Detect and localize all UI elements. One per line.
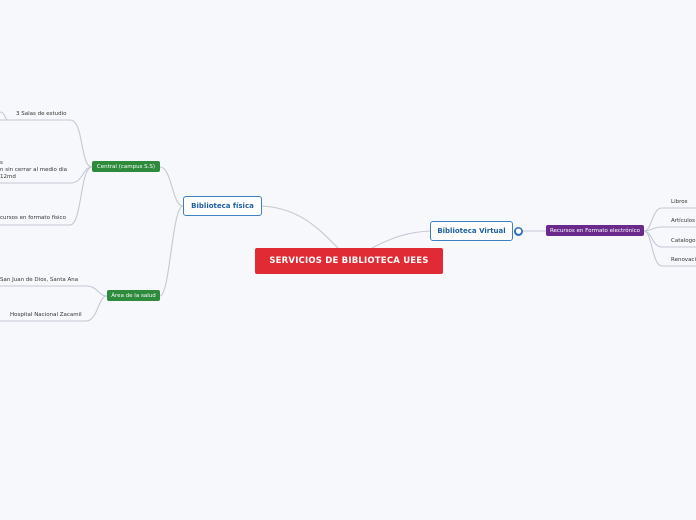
- leaf-catalogo[interactable]: Catalogo: [671, 238, 696, 244]
- leaf-libros[interactable]: Libros: [671, 199, 688, 205]
- leaf-hospital-zacamil[interactable]: Hospital Nacional Zacamil: [10, 312, 82, 318]
- leaf-san-juan-de-dios[interactable]: San Juan de Dios, Santa Ana: [0, 277, 79, 283]
- node-central-campus[interactable]: Central (campus S.S): [92, 161, 160, 172]
- leaf-renovacion[interactable]: Renovaci: [671, 257, 696, 263]
- leaf-salas-estudio[interactable]: 3 Salas de estudio: [16, 111, 67, 117]
- root-node[interactable]: SERVICIOS DE BIBLIOTECA UEES: [255, 248, 443, 274]
- node-area-salud[interactable]: Área de la salud: [107, 290, 160, 301]
- leaf-horario-line2[interactable]: n sin cerrar al medio dia: [0, 167, 67, 173]
- node-biblioteca-virtual[interactable]: Biblioteca Virtual: [430, 221, 513, 241]
- node-biblioteca-fisica[interactable]: Biblioteca física: [183, 196, 262, 216]
- leaf-horario-line1[interactable]: s: [0, 160, 3, 166]
- leaf-articulos[interactable]: Artículos: [671, 218, 695, 224]
- leaf-horario-line3[interactable]: 12md: [0, 174, 16, 180]
- globe-icon[interactable]: ●: [514, 227, 523, 236]
- leaf-recursos-fisico[interactable]: cursos en formato físico: [0, 215, 66, 221]
- node-recursos-electronicos[interactable]: Recursos en Formato electrónico: [546, 225, 644, 236]
